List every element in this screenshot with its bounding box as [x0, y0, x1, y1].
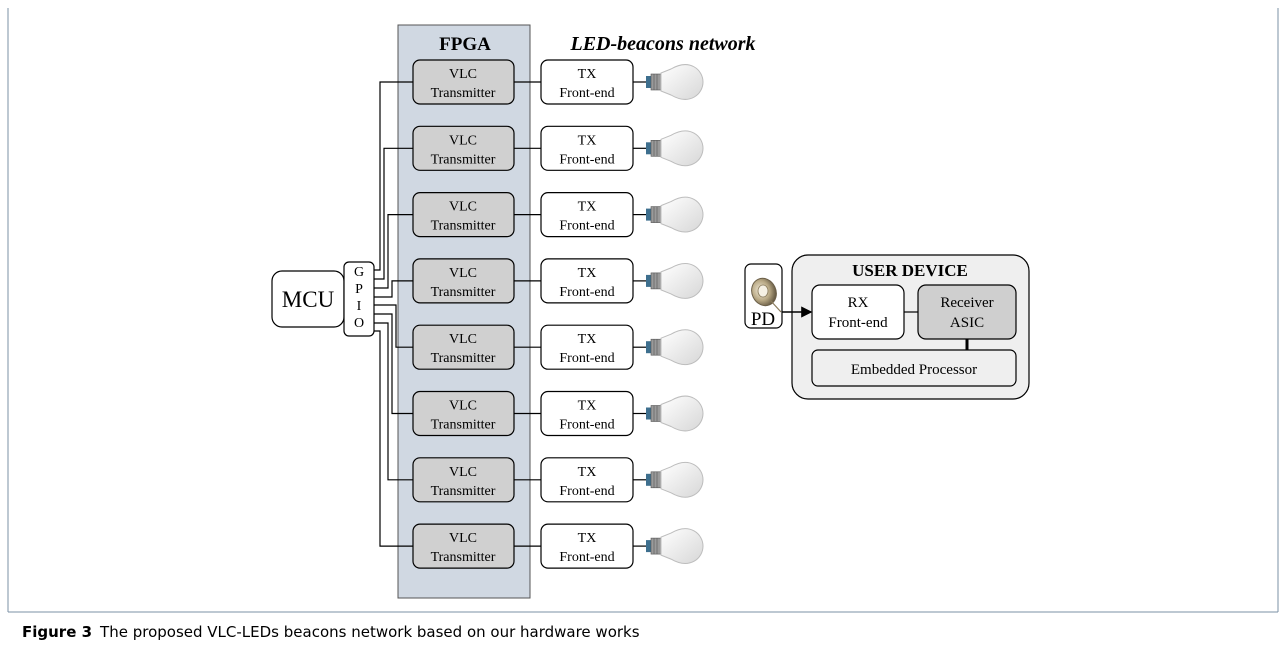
photodiode-icon — [751, 277, 782, 313]
gpio-letter: P — [355, 282, 363, 297]
beacon-row: VLC Transmitter TX Front-end — [412, 457, 704, 503]
vlc-transmitter-line1: VLC — [449, 399, 477, 414]
tx-frontend-line2: Front-end — [559, 219, 614, 234]
tx-frontend-line2: Front-end — [559, 351, 614, 366]
vlc-transmitter-line1: VLC — [449, 200, 477, 215]
gpio-letter: G — [354, 265, 364, 280]
tx-frontend-line2: Front-end — [559, 418, 614, 433]
tx-frontend-line2: Front-end — [559, 550, 614, 565]
beacon-row: VLC Transmitter TX Front-end — [412, 324, 704, 370]
vlc-transmitter-line2: Transmitter — [431, 351, 496, 366]
beacon-row: VLC Transmitter TX Front-end — [412, 125, 704, 171]
tx-frontend-line1: TX — [578, 133, 597, 148]
receiver-asic-line1: Receiver — [940, 295, 993, 311]
led-bulb-icon — [646, 196, 704, 233]
tx-frontend-line2: Front-end — [559, 484, 614, 499]
led-bulb-icon — [646, 462, 704, 498]
gpio-wire — [374, 330, 413, 547]
tx-frontend-line1: TX — [578, 531, 597, 546]
vlc-transmitter-line1: VLC — [449, 531, 477, 546]
mcu-label: MCU — [282, 287, 335, 312]
gpio-wires — [374, 81, 413, 547]
receiver-asic-line2: ASIC — [950, 315, 984, 331]
vlc-transmitter-line2: Transmitter — [431, 418, 496, 433]
vlc-transmitter-line1: VLC — [449, 266, 477, 281]
gpio-wire — [374, 322, 413, 481]
gpio-letter: I — [357, 299, 362, 314]
vlc-transmitter-line1: VLC — [449, 465, 477, 480]
caption-label: Figure 3 — [22, 623, 93, 641]
tx-frontend-line1: TX — [578, 399, 597, 414]
led-bulb-icon — [646, 263, 704, 299]
gpio-wire — [374, 81, 413, 271]
beacon-rows: VLCTransmitterTXFront-endVLCTransmitterT… — [412, 59, 704, 569]
embedded-processor-box — [811, 349, 1017, 387]
gpio-wire — [374, 280, 413, 298]
vlc-transmitter-line2: Transmitter — [431, 152, 496, 167]
tx-frontend-line1: TX — [578, 332, 597, 347]
led-bulb-icon — [646, 395, 704, 432]
figure-caption: Figure 3 The proposed VLC-LEDs beacons ne… — [22, 623, 640, 641]
vlc-transmitter-line2: Transmitter — [431, 285, 496, 300]
led-bulb-icon — [646, 64, 704, 100]
tx-frontend-line1: TX — [578, 266, 597, 281]
tx-frontend-line1: TX — [578, 465, 597, 480]
vlc-transmitter-line2: Transmitter — [431, 484, 496, 499]
fpga-label: FPGA — [439, 34, 491, 55]
user-device-title: USER DEVICE — [852, 261, 968, 280]
embedded-processor-label: Embedded Processor — [851, 362, 977, 378]
beacon-row: VLC Transmitter TX Front-end — [412, 59, 704, 105]
gpio-wire — [374, 304, 413, 348]
beacon-row: VLC Transmitter TX Front-end — [412, 258, 704, 304]
vlc-transmitter-line1: VLC — [449, 133, 477, 148]
beacon-row: VLC Transmitter TX Front-end — [412, 192, 704, 238]
vlc-transmitter-line1: VLC — [449, 67, 477, 82]
network-label: LED-beacons network — [570, 33, 756, 55]
led-bulb-icon — [646, 329, 704, 365]
vlc-transmitter-line2: Transmitter — [431, 550, 496, 565]
tx-frontend-line2: Front-end — [559, 285, 614, 300]
pd-label: PD — [751, 309, 775, 330]
gpio-wire — [374, 147, 413, 280]
tx-frontend-line2: Front-end — [559, 152, 614, 167]
vlc-transmitter-line1: VLC — [449, 332, 477, 347]
led-bulb-icon — [646, 130, 704, 167]
fpga-panel — [397, 24, 531, 599]
vlc-transmitter-line2: Transmitter — [431, 219, 496, 234]
gpio-letter: O — [354, 316, 364, 331]
vlc-transmitter-line2: Transmitter — [431, 86, 496, 101]
beacon-row: VLC Transmitter TX Front-end — [412, 523, 704, 569]
gpio-wire — [374, 214, 413, 289]
rx-frontend-line1: RX — [848, 295, 869, 311]
gpio-box — [343, 261, 375, 337]
tx-frontend-line1: TX — [578, 200, 597, 215]
led-bulb-icon — [646, 528, 704, 564]
tx-frontend-line1: TX — [578, 67, 597, 82]
beacon-row: VLC Transmitter TX Front-end — [412, 390, 704, 437]
gpio-wire — [374, 313, 413, 415]
rx-frontend-line2: Front-end — [828, 315, 888, 331]
caption-text: The proposed VLC-LEDs beacons network ba… — [100, 623, 640, 641]
tx-frontend-line2: Front-end — [559, 86, 614, 101]
